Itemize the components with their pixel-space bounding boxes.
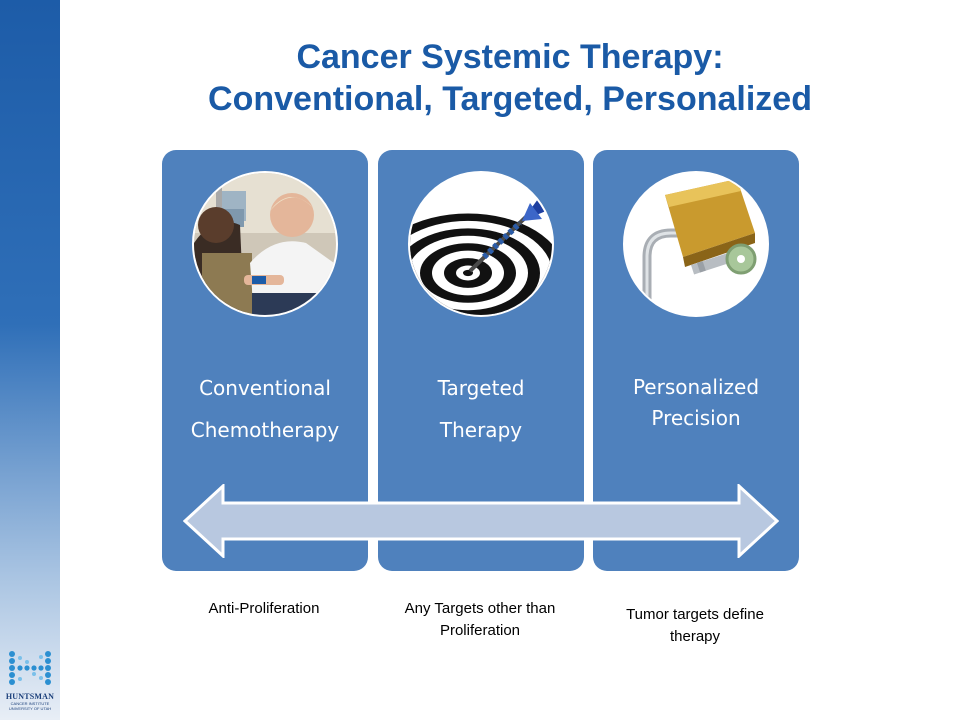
card-conventional-chemotherapy: Conventional Chemotherapy [162, 150, 368, 571]
double-headed-arrow-icon [183, 484, 779, 558]
logo-subtitle: CANCER INSTITUTE UNIVERSITY OF UTAH [8, 701, 52, 711]
title-line-2: Conventional, Targeted, Personalized [208, 80, 812, 118]
caption-any-targets: Any Targets other than Proliferation [404, 600, 556, 639]
dart-bullseye-photo [408, 171, 554, 317]
card-targeted-therapy: Targeted Therapy [378, 150, 584, 571]
side-bar [0, 0, 60, 720]
padlock-key-photo [623, 171, 769, 317]
huntsman-logo-icon [9, 651, 51, 685]
card-label: Conventional Chemotherapy [190, 376, 340, 442]
huntsman-logo: HUNTSMAN CANCER INSTITUTE UNIVERSITY OF … [4, 648, 56, 716]
card-personalized-precision: Personalized Precision [593, 150, 799, 571]
caption-tumor-targets: Tumor targets define therapy [626, 606, 764, 645]
logo-name: HUNTSMAN [5, 692, 55, 701]
chemotherapy-patient-photo [192, 171, 338, 317]
caption-anti-proliferation: Anti-Proliferation [208, 600, 320, 617]
card-label: Targeted Therapy [437, 376, 525, 442]
card-label: Personalized Precision [632, 375, 760, 430]
slide-title: Cancer Systemic Therapy: Conventional, T… [60, 36, 960, 120]
title-line-1: Cancer Systemic Therapy: [296, 38, 724, 76]
